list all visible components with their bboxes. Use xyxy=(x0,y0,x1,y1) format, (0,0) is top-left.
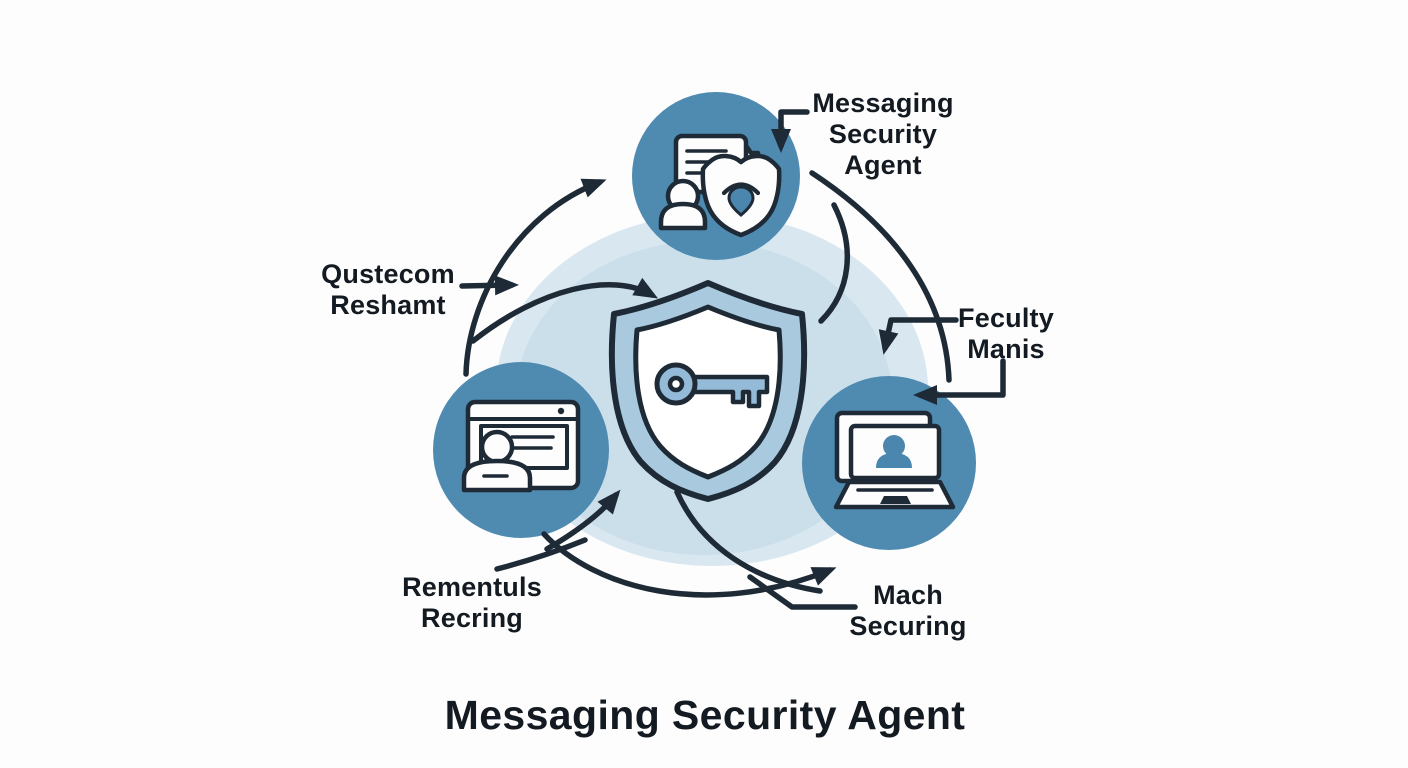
label-line: Qustecom xyxy=(321,259,455,289)
connector-arrows xyxy=(459,109,1006,610)
label-line: Feculty xyxy=(958,303,1054,333)
arc-bottom-left-short xyxy=(494,537,588,572)
mini-shield-arc xyxy=(721,182,761,196)
mini-shield-pin xyxy=(727,185,755,217)
arrow-bottom-left-to-right xyxy=(541,531,837,598)
label-line: Rementuls xyxy=(402,572,542,602)
label-line: Security xyxy=(828,119,938,149)
messages-user-shield-icon xyxy=(658,133,782,238)
arc-shield-to-bottom-right xyxy=(674,489,823,594)
browser-user-icon xyxy=(461,399,581,493)
laptop-touchpad xyxy=(880,496,911,504)
caller-head xyxy=(883,435,905,457)
label-messaging-security-agent: Messaging Security Agent xyxy=(812,88,953,181)
label-line: Mach xyxy=(873,580,943,610)
label-line: Manis xyxy=(967,334,1045,364)
label-line: Messaging xyxy=(812,88,954,118)
browser-dot xyxy=(557,407,565,415)
label-feculty-manis: Feculty Manis xyxy=(958,303,1054,365)
label-rementuls-recring: Rementuls Recring xyxy=(402,572,542,634)
arc-top-to-right-outer xyxy=(809,170,952,383)
user-head xyxy=(479,429,515,465)
mach-label-leader xyxy=(747,574,858,610)
arrow-left-to-top xyxy=(463,178,607,377)
label-line: Agent xyxy=(844,150,922,180)
label-line: Reshamt xyxy=(330,290,446,320)
arrow-top-label-elbow xyxy=(771,109,810,153)
laptop-video-call-icon xyxy=(833,410,956,510)
caller-shoulders xyxy=(876,453,912,468)
label-mach-securing: Mach Securing xyxy=(849,580,966,642)
label-qustecom-reshamt: Qustecom Reshamt xyxy=(321,259,455,321)
label-line: Securing xyxy=(849,611,967,641)
arrow-left-to-shield xyxy=(470,277,659,344)
arrow-left-label-leader xyxy=(459,275,519,296)
label-line: Recring xyxy=(421,603,523,633)
diagram-title: Messaging Security Agent xyxy=(444,692,966,738)
arc-top-to-right-inner xyxy=(818,202,851,324)
browser-text-lines xyxy=(510,435,555,450)
user-body xyxy=(658,201,708,231)
shield-key-icon xyxy=(608,280,808,502)
key-ring-hole xyxy=(667,375,685,393)
key-shaft xyxy=(690,374,770,409)
arrow-right-label-elbow-left xyxy=(913,358,1006,405)
arrow-right-label-elbow-down xyxy=(878,317,959,355)
